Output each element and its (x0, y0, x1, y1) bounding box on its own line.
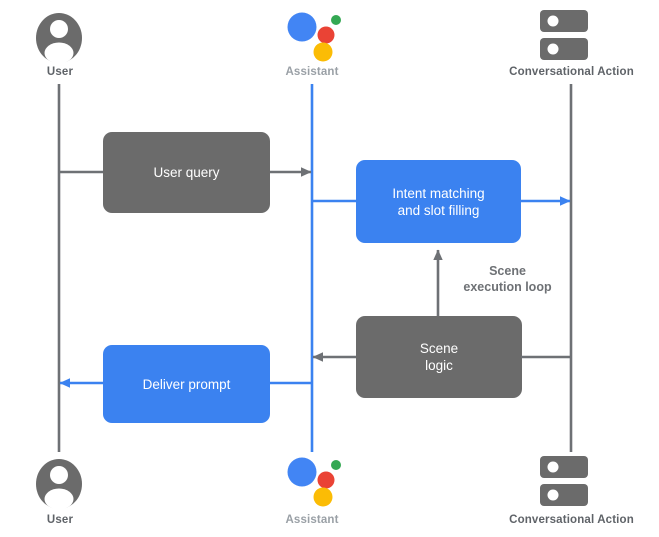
scene-logic-box-label: Scene logic (419, 341, 459, 373)
user-query-box-shape (103, 132, 270, 213)
user-avatar-icon (36, 13, 82, 64)
actor-label-assistant-top: Assistant (285, 66, 339, 78)
deliver-prompt-box-shape (103, 345, 270, 423)
actor-label-user-top: User (46, 66, 74, 78)
google-assistant-icon (287, 12, 341, 62)
actor-label-conversational-action-top: Conversational Action (509, 66, 634, 78)
intent-matching-box-shape (356, 160, 521, 243)
user-query-box-label: User query (153, 165, 220, 180)
actor-label-conversational-action-bottom: Conversational Action (509, 514, 634, 526)
user-avatar-icon-bottom (36, 459, 82, 510)
server-icon (540, 10, 588, 60)
server-icon-bottom (540, 456, 588, 506)
actor-label-user-bottom: User (46, 514, 74, 526)
google-assistant-icon-bottom (287, 457, 341, 507)
intent-matching-box-label: Intent matching and slot filling (392, 185, 485, 218)
deliver-prompt-box-label: Deliver prompt (142, 376, 231, 392)
scene-execution-loop-label: Scene execution loop (463, 264, 552, 294)
actor-label-assistant-bottom: Assistant (285, 514, 339, 526)
scene-logic-box-shape (356, 316, 522, 398)
